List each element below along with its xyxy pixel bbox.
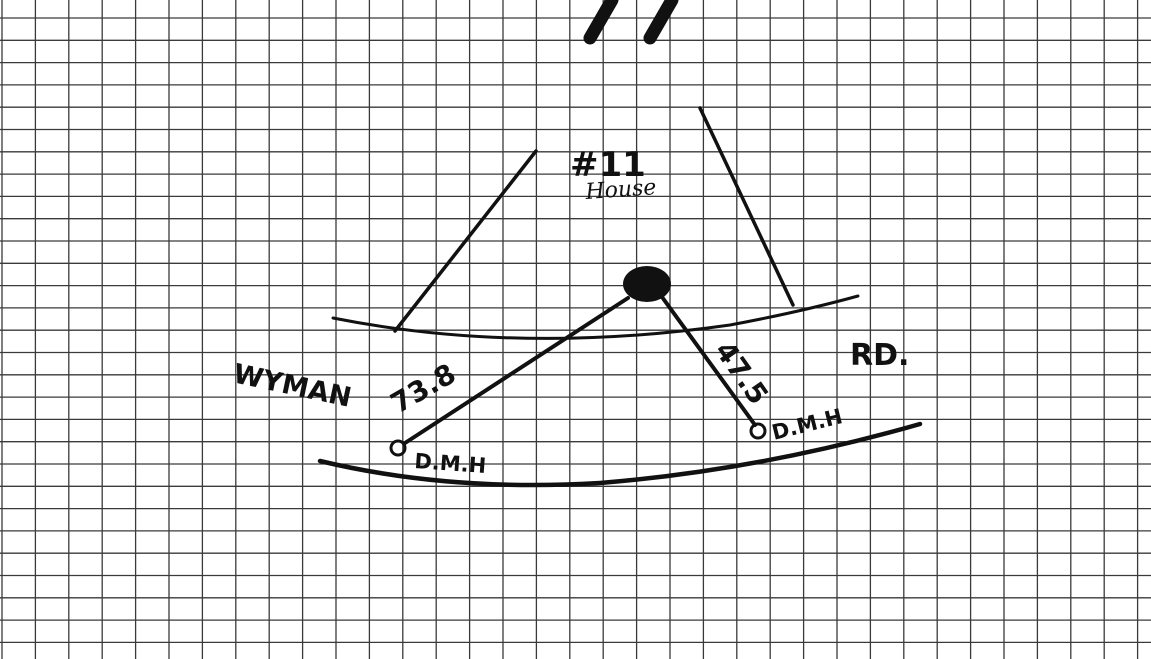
tie-line-left	[403, 296, 630, 445]
house-connection-point	[623, 266, 671, 302]
road-lower-edge	[317, 421, 923, 488]
lot-line-right	[698, 106, 795, 307]
road-name-right: RD.	[850, 338, 909, 373]
tie-line-right	[660, 295, 757, 427]
house-number-label: #11	[570, 145, 646, 185]
road-upper-edge	[331, 294, 860, 340]
page-number-mark	[583, 0, 679, 45]
manhole-left-marker	[389, 439, 407, 457]
manhole-right-marker	[749, 422, 767, 440]
manhole-left-label: D.M.H	[414, 449, 487, 478]
lot-line-left	[393, 149, 538, 333]
house-caption: House	[584, 175, 657, 205]
